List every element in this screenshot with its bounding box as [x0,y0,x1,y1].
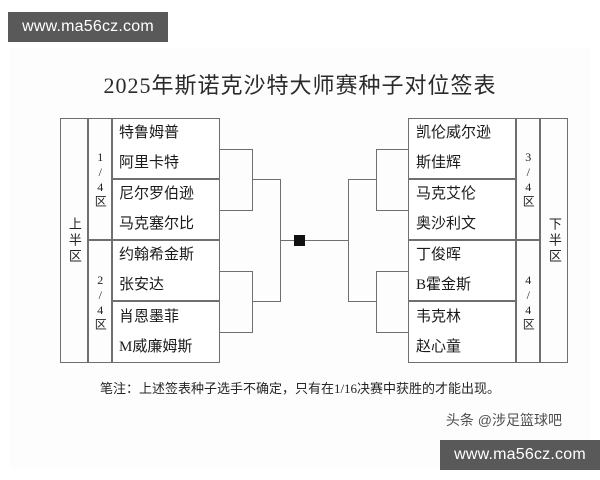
connector-right-r2-join-upper [376,149,377,211]
player-name: 尼尔罗伯逊 [119,186,195,203]
connector-right-semifinal-spine [348,179,349,302]
connector-right-r1-m2 [376,210,408,211]
watermark-top: www.ma56cz.com [8,12,168,42]
connector-left-r2-out-lower [252,301,280,302]
connector-right-to-final [305,240,348,241]
right-half-zone [540,118,568,363]
left-quarter-1-label: 1/4区 [93,150,108,208]
left-quarter-2-zone [88,240,112,363]
match-box-left-1[interactable]: 特鲁姆普 阿里卡特 [112,118,220,179]
player-name: M威廉姆斯 [119,338,193,355]
connector-left-r1-m4 [220,332,252,333]
connector-right-r2-out-upper [348,179,376,180]
connector-right-r2-join-lower [376,271,377,333]
right-quarter-4-zone [516,240,540,363]
match-box-right-4[interactable]: 韦克林 赵心童 [408,301,516,363]
player-name: 韦克林 [416,308,462,325]
match-box-right-2[interactable]: 马克艾伦 奥沙利文 [408,179,516,240]
right-quarter-3-label: 3/4区 [521,150,536,208]
player-name: 丁俊晖 [416,247,462,264]
watermark-bottom: www.ma56cz.com [440,440,600,470]
player-name: 阿里卡特 [119,154,180,171]
connector-right-r1-m3 [376,271,408,272]
player-name: 马克艾伦 [416,186,477,203]
connector-right-r1-m1 [376,149,408,150]
match-box-left-3[interactable]: 约翰希金斯 张安达 [112,240,220,301]
left-quarter-2-label: 2/4区 [93,272,108,331]
player-name: 凯伦威尔逊 [416,125,492,142]
author-credit: 头条 @涉足篮球吧 [445,412,562,428]
connector-right-r1-m4 [376,332,408,333]
connector-left-r2-out-upper [252,179,280,180]
connector-left-r2-join-lower [252,271,253,333]
player-name: B霍金斯 [416,276,472,293]
player-name: 奥沙利文 [416,215,477,232]
footnote-text: 笔注：上述签表种子选手不确定，只有在1/16决赛中获胜的才能出现。 [99,381,501,396]
connector-left-r2-join-upper [252,149,253,211]
connector-left-r1-m2 [220,210,252,211]
connector-left-r1-m3 [220,271,252,272]
player-name: 赵心童 [416,338,462,355]
right-quarter-3-zone [516,118,540,240]
player-name: 约翰希金斯 [119,247,195,264]
player-name: 张安达 [119,276,165,293]
match-box-right-3[interactable]: 丁俊晖 B霍金斯 [408,240,516,301]
connector-left-r1-m1 [220,149,252,150]
left-quarter-1-zone [88,118,112,240]
right-quarter-4-label: 4/4区 [521,272,536,331]
page-title: 2025年斯诺克沙特大师赛种子对位签表 [103,73,497,98]
player-name: 马克塞尔比 [119,215,195,232]
match-box-left-4[interactable]: 肖恩墨菲 M威廉姆斯 [112,301,220,363]
final-match-marker[interactable] [294,235,305,246]
right-half-label: 下半区 [546,216,562,265]
connector-right-r2-out-lower [348,301,376,302]
left-half-zone [60,118,88,363]
match-box-right-1[interactable]: 凯伦威尔逊 斯佳辉 [408,118,516,179]
left-half-label: 上半区 [66,216,82,265]
player-name: 斯佳辉 [416,154,462,171]
player-name: 特鲁姆普 [119,125,180,142]
match-box-left-2[interactable]: 尼尔罗伯逊 马克塞尔比 [112,179,220,240]
player-name: 肖恩墨菲 [119,308,180,325]
